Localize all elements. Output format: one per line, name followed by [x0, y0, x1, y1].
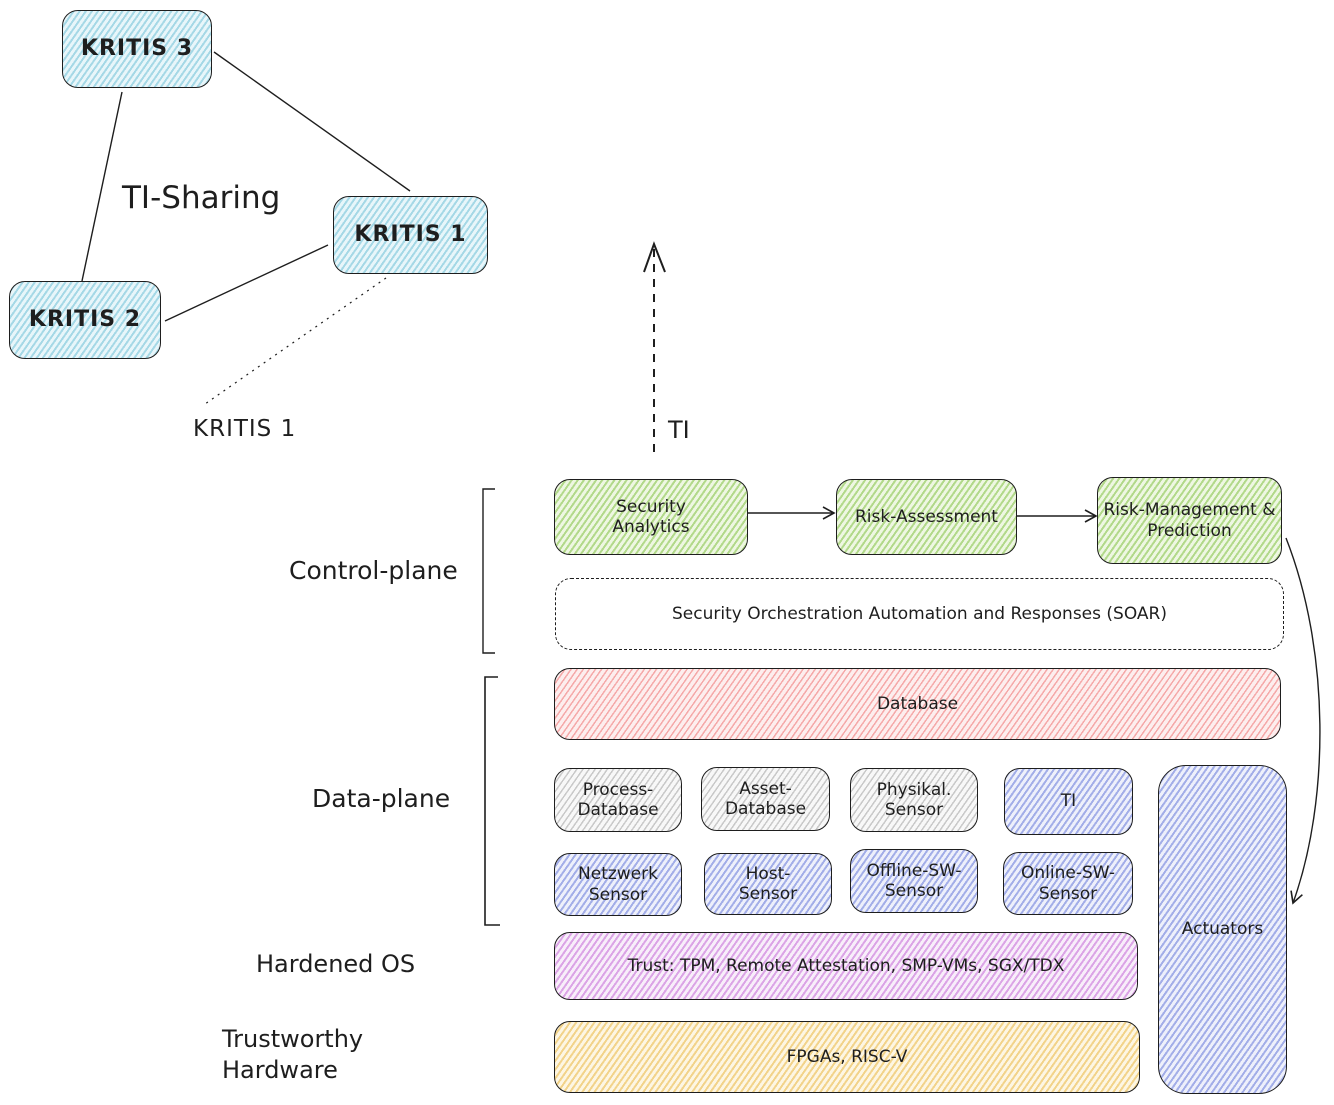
- asset-database-box[interactable]: Asset-Database: [701, 767, 830, 831]
- edge-kritis3-kritis1: [213, 51, 411, 192]
- ti-arrow-label: TI: [668, 416, 690, 444]
- data-plane-bracket: [484, 676, 500, 926]
- physikal-sensor-box[interactable]: Physikal. Sensor: [850, 768, 978, 832]
- hardware-box[interactable]: FPGAs, RISC-V: [554, 1021, 1140, 1093]
- process-database-box[interactable]: Process-Database: [554, 768, 682, 832]
- ti-sharing-title: TI-Sharing: [122, 180, 281, 216]
- trustworthy-hardware-label: Trustworthy Hardware: [222, 1025, 364, 1085]
- data-plane-label: Data-plane: [312, 784, 451, 813]
- ti-source-box[interactable]: TI: [1004, 768, 1133, 835]
- zoom-callout-line: [204, 277, 387, 405]
- security-analytics-box[interactable]: Security Analytics: [554, 479, 748, 555]
- actuators-box[interactable]: Actuators: [1158, 765, 1287, 1094]
- arrow-management-actuators: [1285, 537, 1321, 905]
- host-sensor-box[interactable]: Host-Sensor: [704, 853, 832, 915]
- node-kritis-3[interactable]: KRITIS 3: [62, 10, 212, 88]
- offline-sw-sensor-box[interactable]: Offline-SW-Sensor: [850, 849, 978, 913]
- node-kritis-1[interactable]: KRITIS 1: [333, 196, 488, 274]
- risk-assessment-box[interactable]: Risk-Assessment: [836, 479, 1017, 555]
- online-sw-sensor-box[interactable]: Online-SW-Sensor: [1003, 852, 1133, 915]
- database-box[interactable]: Database: [554, 668, 1281, 740]
- edge-kritis3-kritis2: [81, 91, 123, 282]
- trust-box[interactable]: Trust: TPM, Remote Attestation, SMP-VMs,…: [554, 932, 1138, 1000]
- netzwerk-sensor-box[interactable]: Netzwerk Sensor: [554, 853, 682, 916]
- node-kritis-2[interactable]: KRITIS 2: [9, 281, 161, 359]
- hardened-os-label: Hardened OS: [256, 950, 416, 978]
- control-plane-label: Control-plane: [289, 556, 458, 585]
- edge-kritis2-kritis1: [164, 244, 329, 322]
- risk-management-box[interactable]: Risk-Management & Prediction: [1097, 477, 1282, 564]
- ti-arrow-head: [643, 241, 666, 273]
- soar-box[interactable]: Security Orchestration Automation and Re…: [555, 578, 1284, 650]
- control-plane-bracket: [482, 488, 495, 654]
- zoom-callout-label: KRITIS 1: [193, 416, 297, 442]
